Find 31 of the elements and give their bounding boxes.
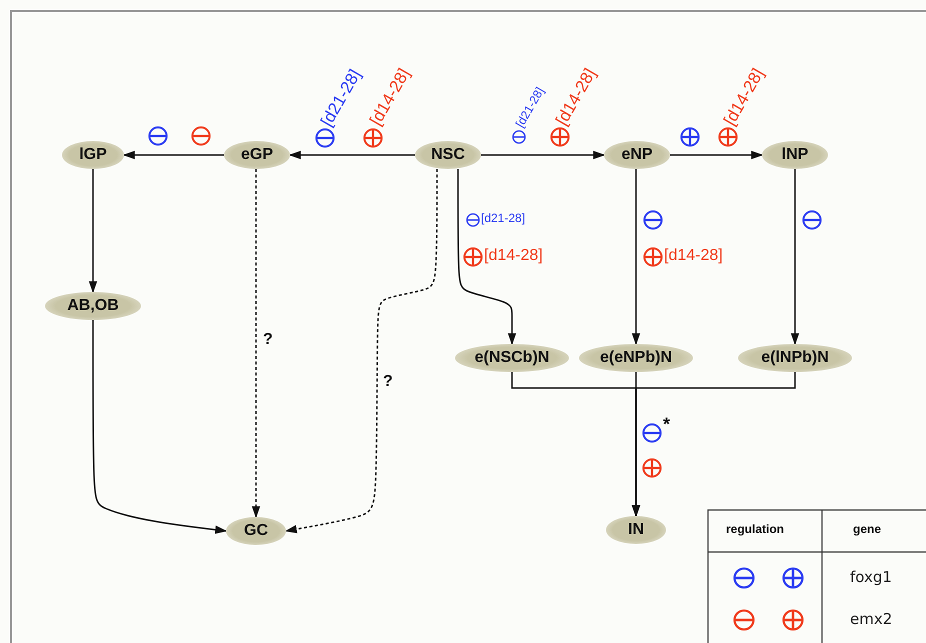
dotted-arrow: [252, 169, 260, 518]
arrow: [88, 169, 98, 294]
legend-text: emx2: [850, 610, 892, 628]
arrow: [632, 169, 640, 346]
arrow: [288, 150, 415, 160]
cell-name: AB,OB: [67, 297, 119, 315]
column-header: gene: [853, 523, 882, 536]
arrow: [122, 150, 224, 160]
dotted-arrow: [284, 169, 438, 534]
stage-label: [d14-28]: [664, 247, 723, 265]
cell-name: lGP: [79, 146, 107, 164]
stage-label: [d14-28]: [484, 247, 543, 265]
cell-name: e(eNPb)N: [600, 349, 672, 367]
arrow: [481, 150, 606, 160]
stage-label: [d21-28]: [481, 212, 526, 226]
cell-name: NSC: [431, 146, 465, 164]
cell-name: GC: [244, 522, 268, 540]
cell-name: lNP: [782, 146, 808, 164]
cell-name: e(NSCb)N: [474, 349, 550, 367]
cell-name: eNP: [621, 146, 653, 164]
arrow: [632, 372, 796, 518]
arrow: [92, 320, 228, 534]
arrow: [670, 150, 764, 160]
cell-name: e(lNPb)N: [761, 349, 829, 367]
cell-name: eGP: [240, 146, 273, 164]
cell-name: IN: [628, 521, 644, 539]
legend-text: foxg1: [850, 568, 892, 586]
arrow: [457, 169, 516, 346]
arrow: [790, 169, 800, 346]
column-header: regulation: [726, 523, 784, 536]
footnote-mark: *: [663, 415, 670, 435]
